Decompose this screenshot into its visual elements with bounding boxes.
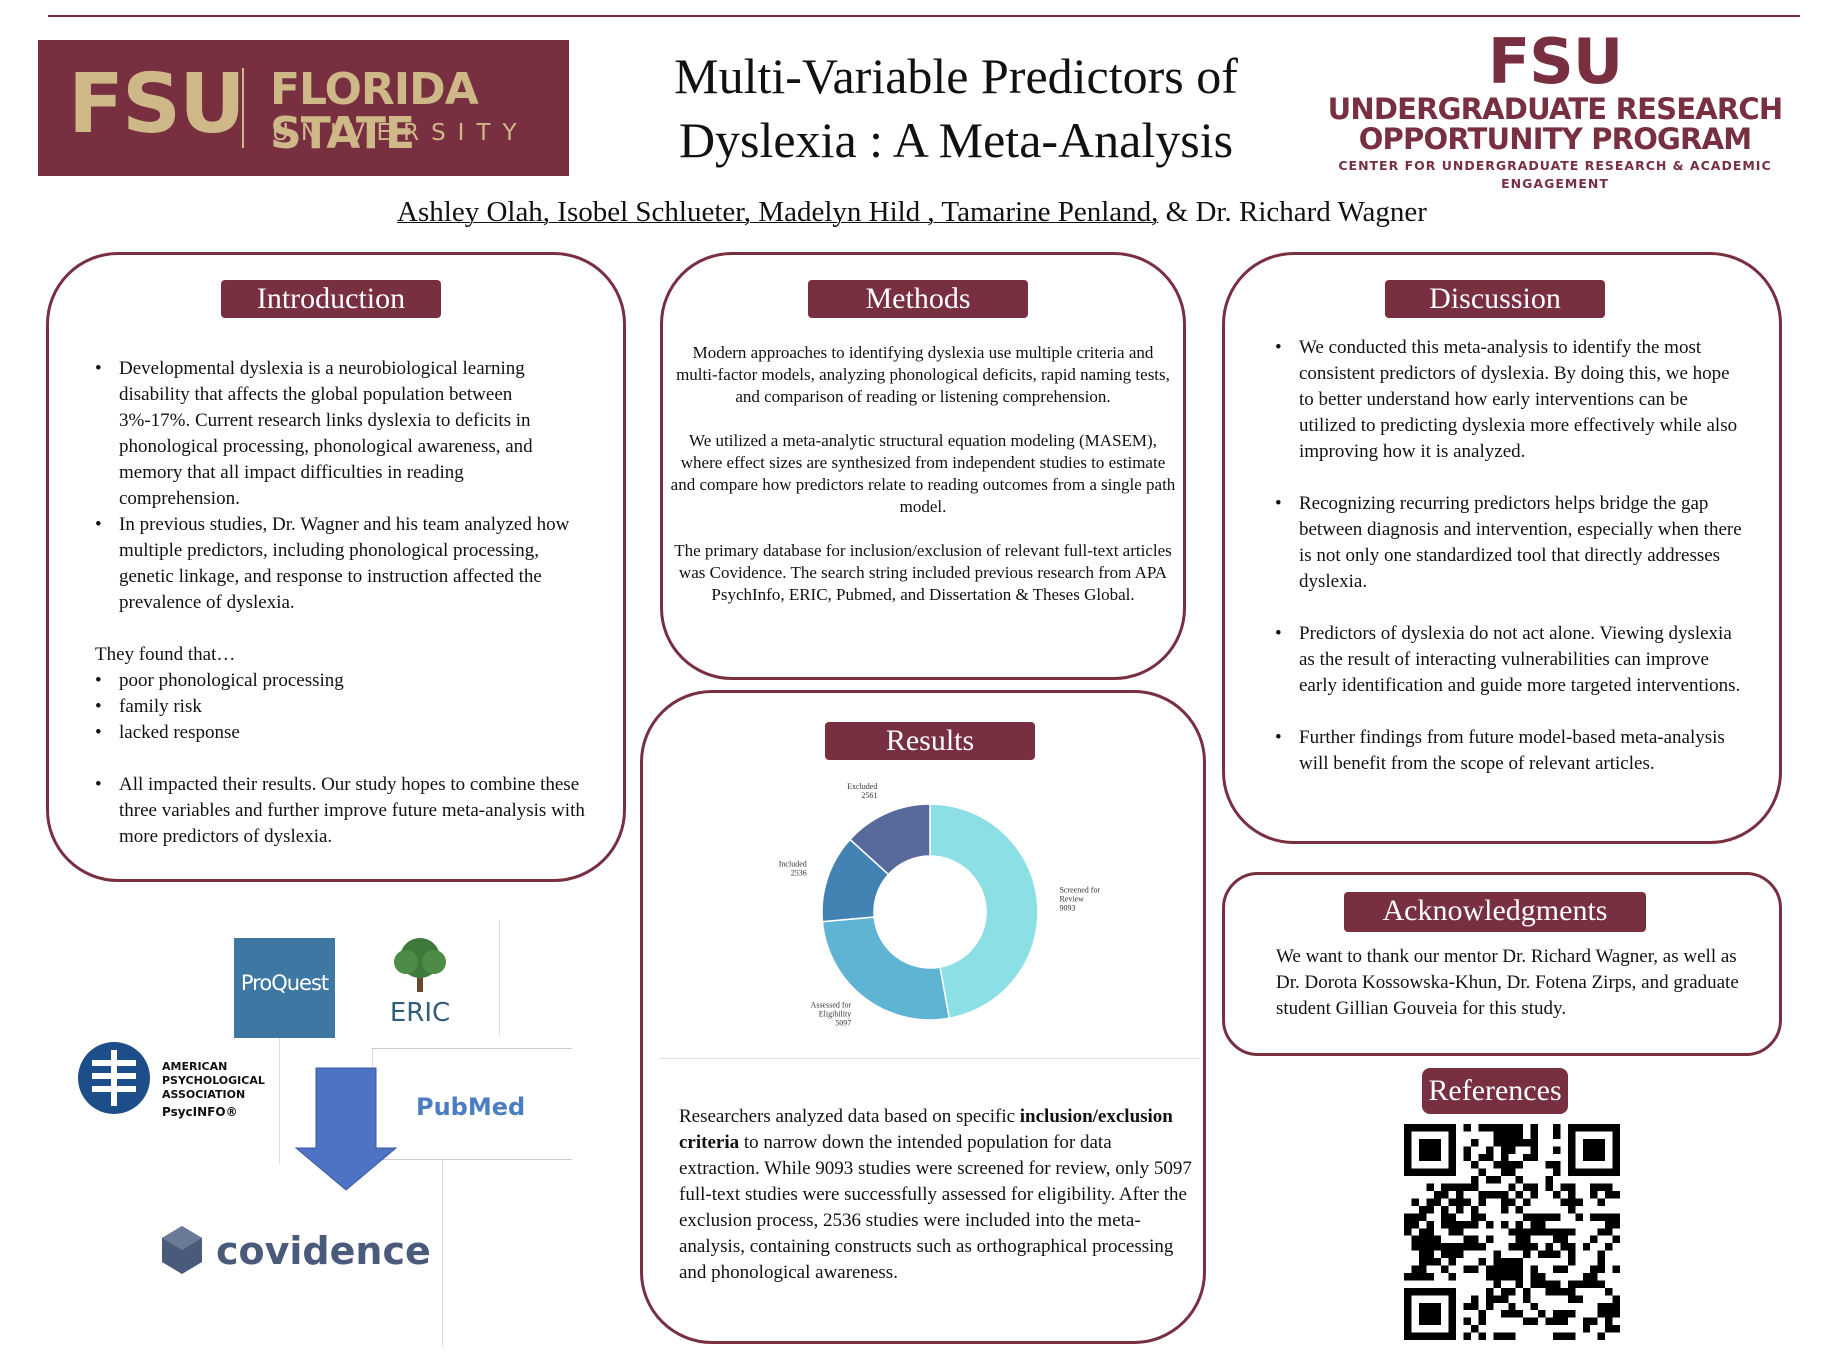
pubmed-logo: PubMed <box>372 1048 572 1160</box>
methods-paragraph: Modern approaches to identifying dyslexi… <box>676 343 1170 406</box>
references-qr-code[interactable] <box>1404 1122 1620 1342</box>
fsu-name: FLORIDA STATE <box>270 64 479 159</box>
urop-logo: FSU UNDERGRADUATE RESEARCH OPPORTUNITY P… <box>1300 30 1810 193</box>
eric-tree-icon: ERIC <box>390 938 450 1028</box>
urop-line-2: OPPORTUNITY PROGRAM <box>1358 122 1752 156</box>
svg-text:PSYCHOLOGICAL: PSYCHOLOGICAL <box>162 1074 265 1087</box>
covidence-logo: covidence <box>140 1200 450 1300</box>
methods-panel <box>660 252 1186 680</box>
fsu-wordmark: FSU <box>68 57 246 152</box>
discussion-heading: Discussion <box>1385 280 1605 318</box>
eric-wordmark: ERIC <box>390 998 450 1028</box>
donut-label: Screened for <box>1059 885 1100 894</box>
donut-slice <box>821 916 951 1021</box>
donut-label: 5097 <box>835 1018 851 1027</box>
donut-label: Review <box>1059 894 1084 903</box>
donut-label: Assessed for <box>811 1000 852 1009</box>
svg-text:covidence: covidence <box>216 1229 431 1273</box>
urop-wordmark: FSU <box>1487 25 1623 98</box>
svg-text:AMERICAN: AMERICAN <box>162 1060 227 1073</box>
urop-line-3: CENTER FOR UNDERGRADUATE RESEARCH & ACAD… <box>1338 158 1772 191</box>
discussion-bullet: •We conducted this meta-analysis to iden… <box>1275 337 1738 462</box>
methods-heading: Methods <box>808 280 1028 318</box>
results-bold-term: inclusion/exclusion criteria <box>679 1106 1173 1153</box>
eric-logo: ERIC <box>340 920 500 1036</box>
svg-text:PsycINFO®: PsycINFO® <box>162 1105 238 1119</box>
found-item: •poor phonological processing <box>95 670 344 691</box>
methods-paragraph: The primary database for inclusion/exclu… <box>674 541 1172 604</box>
fsu-university: UNIVERSITY <box>272 120 529 146</box>
top-rule <box>48 15 1800 17</box>
references-heading: References <box>1422 1068 1568 1114</box>
methods-paragraph: We utilized a meta-analytic structural e… <box>670 431 1176 516</box>
poster-title: Multi-Variable Predictors of Dyslexia : … <box>600 44 1312 172</box>
title-line-2: Dyslexia : A Meta-Analysis <box>678 112 1234 168</box>
svg-text:PubMed: PubMed <box>416 1093 525 1121</box>
introduction-panel <box>46 252 626 882</box>
intro-bullet: •Developmental dyslexia is a neurobiolog… <box>95 358 533 509</box>
results-body: Researchers analyzed data based on speci… <box>679 1106 1192 1283</box>
found-intro: They found that… <box>95 644 236 665</box>
urop-line-1: UNDERGRADUATE RESEARCH <box>1327 92 1784 126</box>
found-item: • family risk <box>95 696 202 717</box>
author-list: Ashley Olah, Isobel Schlueter, Madelyn H… <box>300 196 1524 229</box>
apa-psycinfo-logo: AMERICAN PSYCHOLOGICAL ASSOCIATION PsycI… <box>78 1040 278 1120</box>
donut-label: Eligibility <box>819 1009 851 1018</box>
svg-text:ASSOCIATION: ASSOCIATION <box>162 1088 245 1101</box>
discussion-bullet: •Further findings from future model-base… <box>1275 727 1725 774</box>
results-heading: Results <box>825 722 1035 760</box>
intro-bullet: •In previous studies, Dr. Wagner and his… <box>95 514 570 613</box>
authors-underlined: Ashley Olah, Isobel Schlueter, Madelyn H… <box>397 196 1159 228</box>
introduction-body: •Developmental dyslexia is a neurobiolog… <box>95 356 585 850</box>
discussion-body: •We conducted this meta-analysis to iden… <box>1275 335 1745 803</box>
discussion-bullet: •Predictors of dyslexia do not act alone… <box>1275 623 1741 696</box>
fsu-logo-banner: FSU FLORIDA STATE UNIVERSITY <box>38 40 569 176</box>
results-separator <box>660 1058 1200 1059</box>
logo-divider <box>242 68 244 148</box>
proquest-logo: ProQuest <box>234 938 335 1038</box>
donut-slice <box>929 803 1039 1020</box>
down-arrow-icon <box>294 1067 398 1191</box>
found-item: • lacked response <box>95 722 240 743</box>
donut-label: Included <box>779 860 807 869</box>
intro-bullet: •All impacted their results. Our study h… <box>95 774 585 847</box>
discussion-bullet: •Recognizing recurring predictors helps … <box>1275 493 1742 592</box>
donut-label: Excluded <box>847 782 877 791</box>
donut-slice <box>848 803 931 876</box>
methods-body: Modern approaches to identifying dyslexi… <box>670 342 1176 628</box>
acknowledgments-body: We want to thank our mentor Dr. Richard … <box>1276 946 1739 1019</box>
donut-label: 2561 <box>861 791 877 800</box>
acknowledgments-heading: Acknowledgments <box>1344 892 1646 932</box>
introduction-heading: Introduction <box>221 280 441 318</box>
title-line-1: Multi-Variable Predictors of <box>674 48 1238 104</box>
authors-rest: & Dr. Richard Wagner <box>1158 196 1427 228</box>
donut-label: 9093 <box>1059 903 1075 912</box>
donut-label: 2536 <box>791 869 807 878</box>
discussion-panel <box>1222 252 1782 844</box>
